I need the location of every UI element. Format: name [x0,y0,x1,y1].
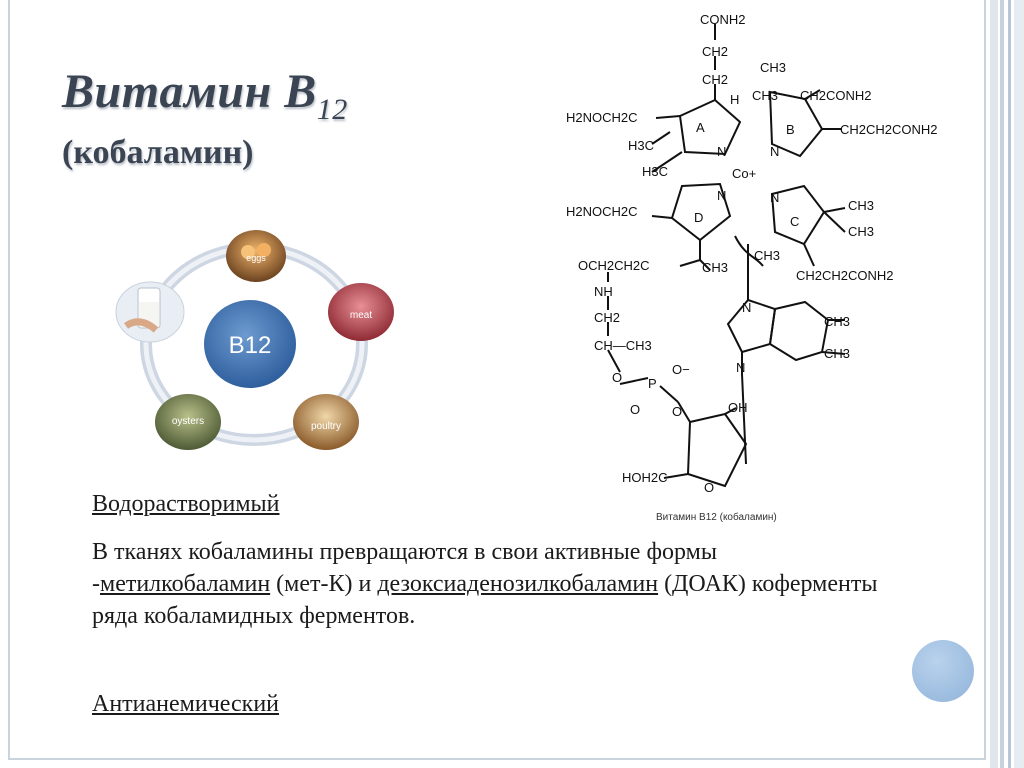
label-ring-d: D [694,210,703,225]
label-ch3: CH3 [752,88,778,103]
slide-subtitle: (кобаламин) [62,134,254,171]
label-h: H [730,92,739,107]
b12-food-diagram: B12 eggs meat poultry oysters [115,230,394,450]
label-ch2ch2conh2: CH2CH2CONH2 [840,122,938,137]
eggs-label: eggs [246,253,266,263]
bullet-water-soluble: Водорастворимый [92,488,280,520]
slide-frame [8,0,986,760]
b12-center-label: B12 [229,332,272,359]
label-ch2: CH2 [702,44,728,59]
link-deoxyadenosylcobalamin[interactable]: дезоксиаденозилкобаламин [377,571,659,597]
label-ch3: CH3 [760,60,786,75]
decor-stripe [1000,0,1004,768]
label-ch3: CH3 [702,260,728,275]
label-o: O [704,480,714,495]
label-h3c: H3C [642,164,668,179]
water-soluble-text: Водорастворимый [92,491,280,517]
label-n: N [717,188,726,203]
label-p: P [648,376,657,391]
label-ch3: CH3 [848,198,874,213]
eggs-image: eggs [226,230,286,282]
label-ch3: CH3 [848,224,874,239]
label-n: N [736,360,745,375]
cobalamin-structure: CONH2 CH2 CH2 CH3 H CH3 CH2CONH2 H2NOCH2… [566,12,938,523]
structure-labels: CONH2 CH2 CH2 CH3 H CH3 CH2CONH2 H2NOCH2… [566,12,938,495]
label-n: N [770,144,779,159]
oysters-image: oysters [155,394,221,450]
label-hoh2c: HOH2C [622,470,668,485]
para-part-2: (мет-К) и [270,571,378,597]
poultry-image: poultry [293,394,359,450]
label-o: O [672,404,682,419]
structure-bonds [607,24,846,488]
decor-circle [912,640,974,702]
label-h2noch2c: H2NOCH2C [566,110,638,125]
label-ch3: CH3 [824,314,850,329]
oysters-label: oysters [172,416,204,427]
decor-stripe [990,0,998,768]
label-ch2: CH2 [702,72,728,87]
label-o-minus: O− [672,362,690,377]
para-part-1: В тканях кобаламины превращаются в свои … [92,539,717,597]
decor-stripe [1014,0,1024,768]
bullet-antianemic: Антианемический [92,688,279,720]
label-conh2: CONH2 [700,12,746,27]
label-ring-b: B [786,122,795,137]
title-main: Витамин B [62,65,317,118]
label-ch2: CH2 [594,310,620,325]
label-ch2conh2: CH2CONH2 [800,88,872,103]
label-o: O [630,402,640,417]
label-nh: NH [594,284,613,299]
structure-caption: Витамин B12 (кобаламин) [656,511,777,523]
meat-image: meat [328,283,394,341]
paragraph-active-forms: В тканях кобаламины превращаются в свои … [92,536,892,632]
label-co: Co+ [732,166,756,181]
label-ring-a: A [696,120,705,135]
label-ch-ch3: CH—CH3 [594,338,652,353]
antianemic-text: Антианемический [92,691,280,717]
milk-image [115,281,185,343]
label-h3c: H3C [628,138,654,153]
label-n: N [770,190,779,205]
link-methylcobalamin[interactable]: метилкобаламин [100,571,271,597]
label-ch3: CH3 [824,346,850,361]
label-n: N [742,300,751,315]
label-h2noch2c: H2NOCH2C [566,204,638,219]
label-n: N [717,144,726,159]
label-o: O [612,370,622,385]
title-subscript: 12 [316,93,348,126]
decor-stripe [1008,0,1011,768]
para-part-3: (ДОАК) коферменты ряда кобаламидных ферм… [92,571,878,629]
b12-center-circle [204,300,296,388]
label-ring-c: C [790,214,799,229]
label-oh: OH [728,400,748,415]
meat-label: meat [350,310,372,321]
label-ch2ch2conh2: CH2CH2CONH2 [796,268,894,283]
slide-title: Витамин B12 [62,64,348,126]
label-och2ch2c: OCH2CH2C [578,258,650,273]
label-ch3: CH3 [754,248,780,263]
poultry-label: poultry [311,421,341,432]
